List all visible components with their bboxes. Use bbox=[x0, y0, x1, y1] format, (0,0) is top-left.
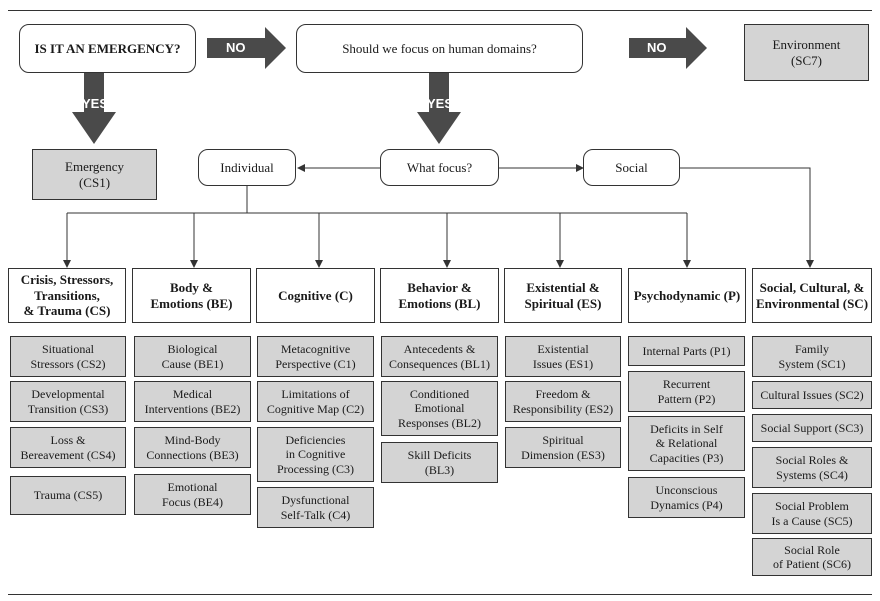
environment-box: Environment (SC7) bbox=[744, 24, 869, 81]
domain-item: Social Role of Patient (SC6) bbox=[752, 538, 872, 576]
domain-title: Behavior & Emotions (BL) bbox=[398, 279, 481, 311]
domain-item: Skill Deficits (BL3) bbox=[381, 442, 498, 483]
domain-item-text: Trauma (CS5) bbox=[33, 488, 103, 503]
domain-title: Crisis, Stressors, Transitions, & Trauma… bbox=[20, 272, 114, 319]
domain-item-text: Social Role of Patient (SC6) bbox=[773, 542, 851, 571]
domain-header-p: Psychodynamic (P) bbox=[628, 268, 746, 323]
domain-item-text: Deficits in Self & Relational Capacities… bbox=[649, 421, 724, 465]
no-label-2: NO bbox=[647, 40, 667, 55]
domain-item: Antecedents & Consequences (BL1) bbox=[381, 336, 498, 377]
domain-item: Developmental Transition (CS3) bbox=[10, 381, 126, 422]
domain-item-text: Deficiencies in Cognitive Processing (C3… bbox=[277, 432, 354, 476]
no-arrow-1 bbox=[207, 27, 286, 69]
domain-item: Spiritual Dimension (ES3) bbox=[505, 427, 621, 468]
domain-item-text: Skill Deficits (BL3) bbox=[407, 448, 472, 477]
emergency-question-text: IS IT AN EMERGENCY? bbox=[34, 40, 181, 56]
domain-item-text: Social Problem Is a Cause (SC5) bbox=[771, 499, 853, 528]
domain-item-text: Spiritual Dimension (ES3) bbox=[521, 433, 605, 462]
domain-item: Emotional Focus (BE4) bbox=[134, 474, 251, 515]
domain-item: Trauma (CS5) bbox=[10, 476, 126, 515]
domain-title: Body & Emotions (BE) bbox=[150, 279, 233, 311]
domain-title: Social, Cultural, & Environmental (SC) bbox=[755, 279, 869, 311]
human-domains-question: Should we focus on human domains? bbox=[296, 24, 583, 73]
domain-item-text: Internal Parts (P1) bbox=[642, 343, 731, 358]
social-text: Social bbox=[615, 159, 648, 175]
domain-item: Dysfunctional Self-Talk (C4) bbox=[257, 487, 374, 528]
what-focus-text: What focus? bbox=[406, 159, 473, 175]
domain-item-text: Mind-Body Connections (BE3) bbox=[146, 433, 239, 462]
domain-item: Freedom & Responsibility (ES2) bbox=[505, 381, 621, 422]
domain-item: Deficiencies in Cognitive Processing (C3… bbox=[257, 427, 374, 482]
yes-arrow-2 bbox=[417, 73, 461, 144]
domain-item: Medical Interventions (BE2) bbox=[134, 381, 251, 422]
no-label-1: NO bbox=[226, 40, 246, 55]
domain-item-text: Family System (SC1) bbox=[778, 342, 846, 371]
domain-item-text: Situational Stressors (CS2) bbox=[30, 342, 106, 371]
domain-item: Social Problem Is a Cause (SC5) bbox=[752, 493, 872, 534]
domain-item: Social Roles & Systems (SC4) bbox=[752, 447, 872, 488]
human-domains-question-text: Should we focus on human domains? bbox=[342, 40, 537, 56]
individual-box: Individual bbox=[198, 149, 296, 186]
domain-item: Family System (SC1) bbox=[752, 336, 872, 377]
domain-item: Mind-Body Connections (BE3) bbox=[134, 427, 251, 468]
domain-item: Deficits in Self & Relational Capacities… bbox=[628, 416, 745, 471]
domain-item-text: Freedom & Responsibility (ES2) bbox=[512, 387, 614, 416]
domain-item-text: Existential Issues (ES1) bbox=[532, 342, 594, 371]
domain-item: Situational Stressors (CS2) bbox=[10, 336, 126, 377]
domain-item-text: Limitations of Cognitive Map (C2) bbox=[266, 387, 365, 416]
domain-item-text: Recurrent Pattern (P2) bbox=[657, 377, 716, 406]
domain-item: Cultural Issues (SC2) bbox=[752, 381, 872, 409]
top-rule bbox=[8, 10, 872, 11]
domain-item: Social Support (SC3) bbox=[752, 414, 872, 442]
domain-item-text: Metacognitive Perspective (C1) bbox=[275, 342, 356, 371]
domain-header-c: Cognitive (C) bbox=[256, 268, 375, 323]
domain-item: Limitations of Cognitive Map (C2) bbox=[257, 381, 374, 422]
domain-title: Psychodynamic (P) bbox=[633, 287, 741, 303]
what-focus-box: What focus? bbox=[380, 149, 499, 186]
environment-text: Environment (SC7) bbox=[772, 36, 841, 68]
domain-item: Recurrent Pattern (P2) bbox=[628, 371, 745, 412]
domain-header-sc: Social, Cultural, & Environmental (SC) bbox=[752, 268, 872, 323]
domain-item-text: Developmental Transition (CS3) bbox=[27, 387, 109, 416]
domain-item-text: Emotional Focus (BE4) bbox=[162, 480, 223, 509]
domain-item: Conditioned Emotional Responses (BL2) bbox=[381, 381, 498, 436]
yes-label-2: YES bbox=[427, 96, 454, 111]
domain-item-text: Biological Cause (BE1) bbox=[161, 342, 224, 371]
domain-title: Existential & Spiritual (ES) bbox=[524, 279, 602, 311]
domain-item-text: Unconscious Dynamics (P4) bbox=[650, 483, 723, 512]
individual-text: Individual bbox=[220, 159, 274, 175]
domain-item-text: Medical Interventions (BE2) bbox=[144, 387, 241, 416]
emergency-box: Emergency (CS1) bbox=[32, 149, 157, 200]
domain-header-cs: Crisis, Stressors, Transitions, & Trauma… bbox=[8, 268, 126, 323]
no-arrow-2 bbox=[629, 27, 707, 69]
domain-title: Cognitive (C) bbox=[278, 287, 353, 303]
emergency-text: Emergency (CS1) bbox=[65, 158, 124, 190]
domain-item-text: Social Roles & Systems (SC4) bbox=[775, 453, 849, 482]
yes-arrow-1 bbox=[72, 73, 116, 144]
domain-item-text: Antecedents & Consequences (BL1) bbox=[389, 342, 490, 371]
domain-item-text: Conditioned Emotional Responses (BL2) bbox=[398, 386, 481, 430]
emergency-question: IS IT AN EMERGENCY? bbox=[19, 24, 196, 73]
bottom-rule bbox=[8, 594, 872, 595]
domain-header-bl: Behavior & Emotions (BL) bbox=[380, 268, 499, 323]
social-box: Social bbox=[583, 149, 680, 186]
domain-item: Unconscious Dynamics (P4) bbox=[628, 477, 745, 518]
domain-item-text: Dysfunctional Self-Talk (C4) bbox=[280, 493, 351, 522]
domain-item: Existential Issues (ES1) bbox=[505, 336, 621, 377]
domain-item-text: Loss & Bereavement (CS4) bbox=[20, 433, 116, 462]
domain-item-text: Social Support (SC3) bbox=[760, 420, 864, 435]
domain-item: Biological Cause (BE1) bbox=[134, 336, 251, 377]
domain-item: Metacognitive Perspective (C1) bbox=[257, 336, 374, 377]
domain-item: Loss & Bereavement (CS4) bbox=[10, 427, 126, 468]
domain-item: Internal Parts (P1) bbox=[628, 336, 745, 366]
yes-label-1: YES bbox=[82, 96, 109, 111]
domain-item-text: Cultural Issues (SC2) bbox=[760, 387, 864, 402]
domain-header-es: Existential & Spiritual (ES) bbox=[504, 268, 622, 323]
domain-header-be: Body & Emotions (BE) bbox=[132, 268, 251, 323]
